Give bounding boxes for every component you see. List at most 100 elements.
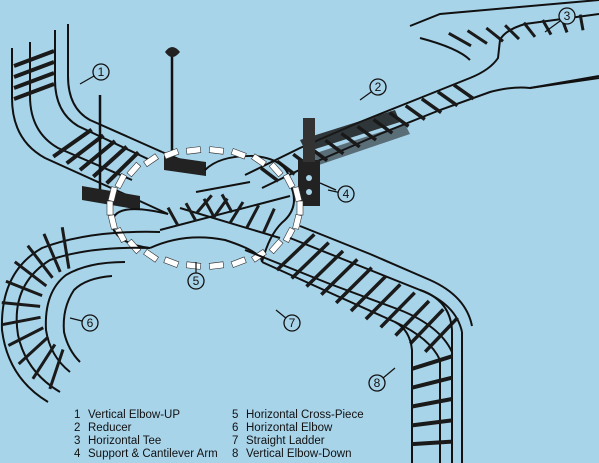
legend-text: Horizontal Cross-Piece <box>246 409 364 421</box>
legend: 1 Vertical Elbow-UP 2 Reducer 3 Horizontal … <box>74 409 594 463</box>
ladder-rung <box>13 260 48 288</box>
ladder-rung <box>1 301 41 308</box>
ladder-rung <box>26 244 54 279</box>
straight-ladder-rungs <box>275 233 459 354</box>
legend-text: Horizontal Tee <box>88 435 162 447</box>
ladder-rung <box>320 258 359 296</box>
ladder-rung <box>52 128 93 159</box>
highlight-dash <box>107 186 118 202</box>
ladder-rung <box>260 166 280 183</box>
highlight-dash <box>230 148 247 160</box>
ladder-rung <box>420 97 443 114</box>
vertical-elbow-up <box>11 24 163 193</box>
legend-text: Straight Ladder <box>246 435 325 447</box>
ladder-rung <box>13 60 55 79</box>
highlight-dash <box>143 248 159 263</box>
highlight-dash <box>185 261 202 270</box>
ladder-rung <box>541 19 553 36</box>
ladder-rung <box>245 204 260 229</box>
callout-circle <box>187 272 205 290</box>
ladder-rung <box>364 283 402 321</box>
ladder-rung <box>411 354 453 371</box>
ladder-rung <box>7 326 44 347</box>
highlight-dash <box>230 256 247 268</box>
ladder-rung <box>411 397 453 409</box>
ladder-rung <box>48 348 65 390</box>
legend-item-3: 3 Horizontal Tee <box>74 435 161 448</box>
ladder-rung <box>5 279 43 298</box>
callout-number: 4 <box>343 187 350 201</box>
vertical-elbow-down <box>394 289 463 463</box>
ladder-rung <box>522 21 537 38</box>
cross-piece-rungs <box>166 193 276 234</box>
ladder-rung <box>202 198 216 218</box>
ladder-rung <box>13 71 55 90</box>
callout-circle <box>368 374 386 392</box>
highlight-dash <box>292 186 303 202</box>
ladder-rung <box>485 26 504 43</box>
highlight-dash <box>163 256 180 268</box>
ladder-rung <box>184 202 198 222</box>
ladder-rung <box>452 83 475 101</box>
callout-number: 1 <box>98 65 105 79</box>
ladder-rung <box>448 32 472 48</box>
legend-num: 2 <box>74 422 81 434</box>
legend-item-2: 2 Reducer <box>74 422 131 435</box>
ladder-rung <box>17 335 50 366</box>
ladder-rung <box>275 233 316 272</box>
legend-num: 7 <box>232 435 239 447</box>
ladder-rung <box>334 266 373 305</box>
ladder-rung <box>411 375 453 390</box>
legend-text: Vertical Elbow-UP <box>88 409 181 421</box>
legend-text: Vertical Elbow-Down <box>246 448 352 460</box>
callout-number: 3 <box>564 9 571 23</box>
ladder-rung <box>423 316 459 354</box>
legend-text: Reducer <box>88 422 132 434</box>
vertical-elbow-down-rungs <box>411 354 453 447</box>
callout-number: 8 <box>374 376 381 390</box>
legend-num: 6 <box>232 422 239 434</box>
ladder-rung <box>60 227 71 269</box>
ladder-rung <box>65 133 105 165</box>
legend-item-1: 1 Vertical Elbow-UP <box>74 409 180 422</box>
highlight-dash <box>163 148 180 160</box>
ladder-rung <box>42 233 62 273</box>
ladder-rung <box>290 241 330 280</box>
legend-num: 4 <box>74 448 81 460</box>
highlight-dash <box>114 173 128 190</box>
legend-num: 3 <box>74 435 81 447</box>
highlight-dash <box>296 200 304 216</box>
ladder-rung <box>31 343 57 380</box>
highlight-dash <box>126 161 142 178</box>
ladder-rung <box>220 193 234 214</box>
highlight-dash <box>292 214 303 230</box>
legend-text: Horizontal Elbow <box>246 422 333 434</box>
ladder-rung <box>305 249 345 288</box>
ladder-rung <box>349 274 388 313</box>
ladder-rung <box>504 24 521 41</box>
ladder-rung <box>404 104 426 121</box>
highlight-dash <box>114 226 128 243</box>
ladder-rung <box>411 439 453 447</box>
support-bracket <box>298 160 320 206</box>
ladder-rung <box>436 90 459 108</box>
callout-number: 7 <box>289 316 296 330</box>
legend-num: 1 <box>74 409 81 421</box>
support-cantilever-arm <box>298 118 337 206</box>
ladder-rung <box>411 418 453 428</box>
callout-circle <box>81 314 99 332</box>
highlight-dash <box>208 261 225 270</box>
callout-circle <box>369 78 387 96</box>
ladder-rung <box>394 299 431 337</box>
horizontal-elbow-rungs <box>1 227 71 390</box>
highlight-dash <box>268 161 284 178</box>
ladder-rung <box>379 291 416 329</box>
legend-item-6: 6 Horizontal Elbow <box>232 422 332 435</box>
ladder-rung <box>2 315 41 327</box>
callout-circle <box>558 7 576 25</box>
